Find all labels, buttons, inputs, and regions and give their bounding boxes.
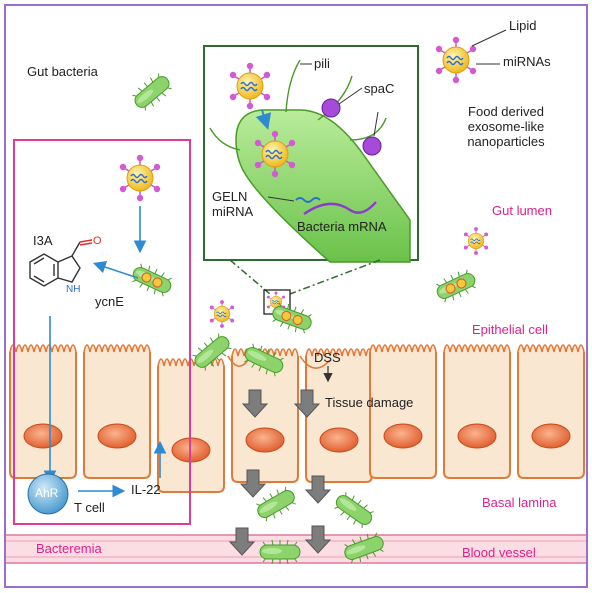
label-mirnas: miRNAs (503, 54, 551, 69)
label-dss: DSS (314, 350, 341, 365)
epithelial-cell-layer (9, 344, 585, 493)
label-gut-bacteria: Gut bacteria (27, 64, 98, 79)
label-ycne: ycnE (95, 294, 124, 309)
label-tissue-damage: Tissue damage (325, 395, 414, 410)
label-ahr: AhR (35, 486, 59, 500)
label-bacteremia: Bacteremia (36, 541, 102, 556)
label-food-derived-line3: nanoparticles (467, 133, 545, 149)
ahr-t-cell (27, 473, 69, 515)
label-food-derived-line1: Food derived (468, 104, 544, 119)
label-food-derived: Food derived exosome-like nanoparticles (436, 104, 576, 150)
label-bacteria-mrna: Bacteria mRNA (297, 219, 387, 234)
label-geln-mirna: miRNA (212, 204, 254, 219)
label-epithelial-cell: Epithelial cell (472, 322, 548, 337)
spac-protein-1 (321, 98, 341, 118)
spac-protein-2 (362, 136, 382, 156)
label-i3a: I3A (33, 233, 53, 248)
label-food-derived-line2: exosome-like (467, 118, 545, 134)
label-il22: IL-22 (131, 482, 161, 497)
label-t-cell: T cell (74, 500, 105, 515)
label-nh: NH (66, 284, 81, 295)
i3a-pathway-box (13, 139, 191, 525)
label-spac: spaC (364, 81, 395, 96)
label-geln: GELN (212, 189, 248, 204)
label-lipid: Lipid (509, 18, 537, 33)
label-blood-vessel: Blood vessel (462, 545, 536, 560)
svg-text:O: O (93, 235, 102, 247)
label-basal-lamina: Basal lamina (482, 495, 557, 510)
label-pili: pili (314, 56, 330, 71)
i3a-structure (29, 239, 93, 287)
label-gut-lumen: Gut lumen (492, 203, 552, 218)
